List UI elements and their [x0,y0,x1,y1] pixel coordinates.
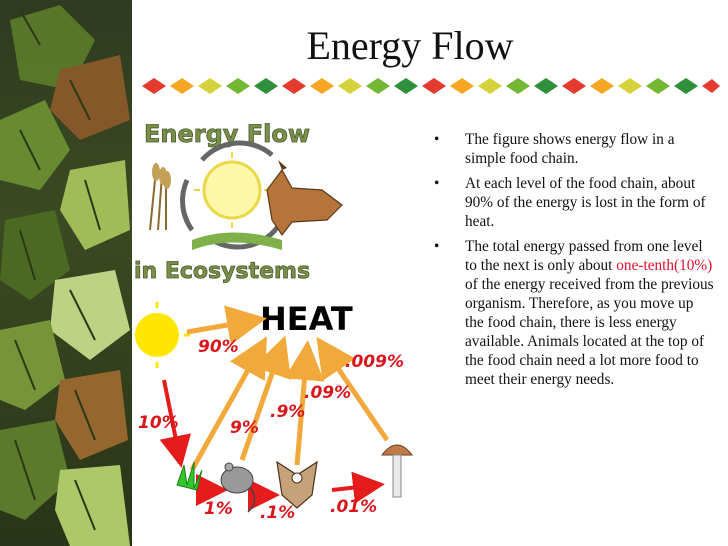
energy-flow-ecosystems-logo: Energy Flow in Ecosystems [134,120,343,284]
label-0.01pct: .01% [330,497,377,517]
logo-line2: in Ecosystems [134,259,310,284]
bullet-list: • The figure shows energy flow in a simp… [430,130,715,395]
label-0.1pct: .1% [260,503,295,523]
food-chain-energy-diagram: HEAT 90% 10% 9% .9% .09% .009% 1% .1% .0… [135,300,414,523]
fox-icon [266,160,343,237]
bullet-text: The figure shows energy flow in a simple… [465,131,675,167]
bullet-text: At each level of the food chain, about 9… [465,175,706,230]
bullet-dot: • [434,131,440,148]
label-0.9pct: .9% [270,402,305,422]
heat-label: HEAT [260,300,353,338]
label-9pct: 9% [230,418,259,438]
mouse-icon [220,462,256,513]
leaf-border-art [0,5,130,546]
sun-icon [135,302,190,368]
bullet-dot: • [434,175,440,192]
bullet-highlight: one-tenth(10%) [616,257,713,274]
slide-title: Energy Flow [306,23,514,68]
bullet-dot: • [434,238,440,255]
wheat-icon [149,163,171,231]
label-90pct: 90% [198,337,239,357]
label-10pct: 10% [138,413,179,433]
plant-icon [176,461,203,491]
bullet-item: • At each level of the food chain, about… [430,174,715,231]
label-0.09pct: .09% [304,383,351,403]
label-1pct: 1% [204,499,233,519]
logo-sun-icon [202,160,262,220]
bullet-item: • The total energy passed from one level… [430,237,715,389]
bullet-text-after: of the energy received from the previous… [465,276,714,388]
logo-line1: Energy Flow [144,120,310,148]
bullet-item: • The figure shows energy flow in a simp… [430,130,715,168]
decorative-leaf-divider [142,78,720,94]
label-0.009pct: .009% [345,352,404,372]
mushroom-icon [380,444,414,498]
owl-icon [276,460,318,509]
leaf-border [0,0,132,546]
bullet-text-before: The total energy passed from one level t… [465,238,703,274]
